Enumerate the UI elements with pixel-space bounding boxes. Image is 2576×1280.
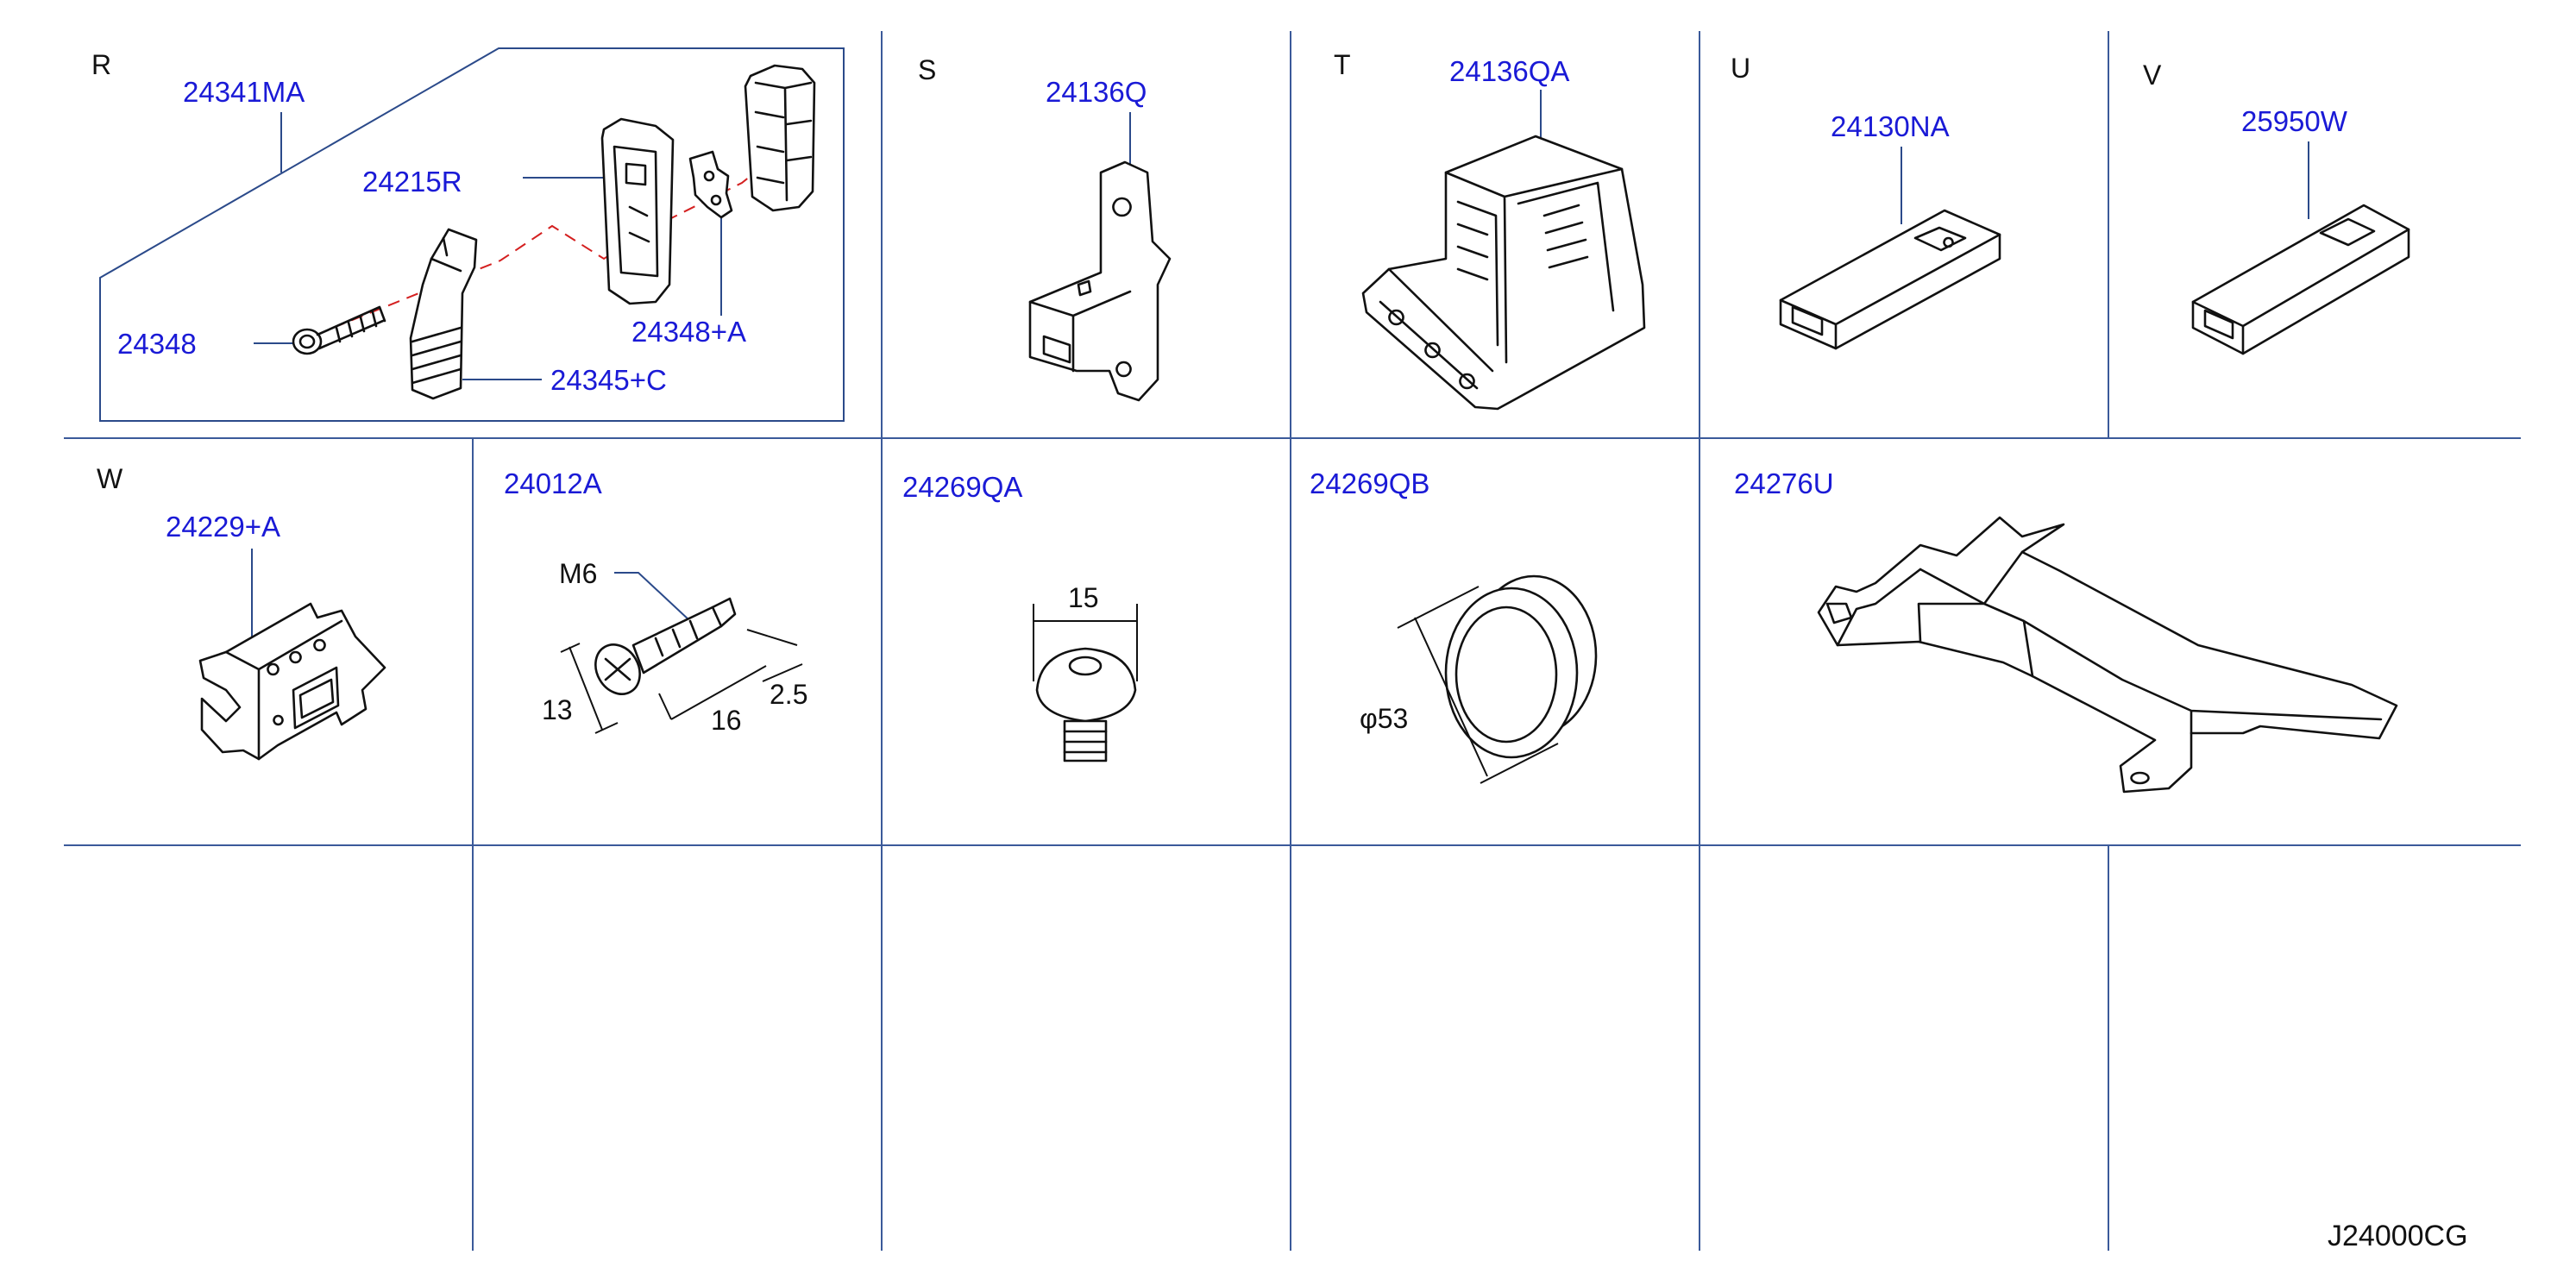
section-24012a: 24012A M6 13 16 2.5 [504, 467, 807, 736]
protector-24276u [1817, 516, 2398, 794]
bolt-24012a [594, 597, 737, 695]
connector-24130na [1779, 209, 2001, 350]
section-s: S 24136Q [918, 54, 1172, 402]
part-label-24136q[interactable]: 24136Q [1046, 76, 1147, 108]
section-letter-u: U [1731, 53, 1750, 84]
part-label-24341ma[interactable]: 24341MA [183, 76, 305, 108]
dim-phi53: φ53 [1360, 703, 1408, 734]
part-label-24130na[interactable]: 24130NA [1831, 110, 1950, 142]
section-24269qa: 24269QA 15 [902, 471, 1138, 762]
dim-m6: M6 [559, 558, 597, 589]
bracket-24348a [688, 150, 733, 219]
part-label-25950w[interactable]: 25950W [2241, 105, 2348, 137]
connector-24215r [600, 117, 675, 305]
section-v: V 25950W [2143, 60, 2410, 355]
dim-15: 15 [1068, 582, 1099, 613]
section-u: U 24130NA [1731, 53, 2001, 350]
part-label-24136qa[interactable]: 24136QA [1449, 55, 1569, 87]
section-letter-s: S [918, 54, 936, 85]
connector-25950w [2191, 204, 2410, 355]
part-label-24229-a[interactable]: 24229+A [166, 511, 280, 543]
clip-24136q [1028, 160, 1172, 402]
screw-24348 [292, 305, 386, 355]
clip-24345c [409, 228, 478, 400]
housing-24341ma [744, 64, 816, 212]
part-label-24215r[interactable]: 24215R [362, 166, 462, 198]
clip-24269qa [1035, 647, 1137, 762]
section-letter-v: V [2143, 60, 2162, 91]
part-label-24348-a[interactable]: 24348+A [631, 316, 746, 348]
section-letter-r: R [91, 49, 111, 80]
grommet-24269qb [1444, 574, 1598, 759]
part-label-24348[interactable]: 24348 [117, 328, 197, 360]
part-label-24012a[interactable]: 24012A [504, 467, 602, 499]
section-w: W 24229+A [97, 463, 386, 761]
part-label-24345-c[interactable]: 24345+C [550, 364, 667, 396]
section-letter-t: T [1334, 49, 1351, 80]
section-24269qb: 24269QB φ53 [1310, 467, 1598, 784]
section-letter-w: W [97, 463, 123, 494]
holder-24136qa [1361, 135, 1646, 411]
diagram-code: J24000CG [2328, 1220, 2468, 1252]
grid-lines [64, 31, 2521, 1251]
bracket-24229a [198, 602, 386, 761]
section-t: T 24136QA [1334, 49, 1646, 411]
assembly-path [332, 154, 777, 329]
dim-16: 16 [711, 705, 742, 736]
section-24276u: 24276U [1734, 467, 2398, 794]
part-label-24269qb[interactable]: 24269QB [1310, 467, 1429, 499]
kit-outline [99, 47, 845, 422]
dim-2-5: 2.5 [770, 679, 807, 710]
dim-13: 13 [542, 694, 573, 725]
part-label-24269qa[interactable]: 24269QA [902, 471, 1022, 503]
part-label-24276u[interactable]: 24276U [1734, 467, 1834, 499]
section-r: R 24341MA 24215R 24348 24348+A 24345+C [91, 47, 845, 422]
